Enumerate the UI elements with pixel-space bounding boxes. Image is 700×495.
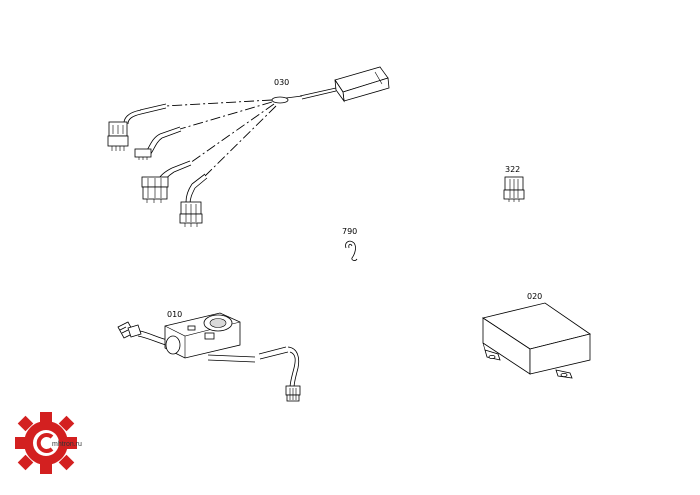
part-number-label: 322 xyxy=(505,165,520,174)
connector-icon xyxy=(134,148,152,160)
plug-icon xyxy=(117,321,142,339)
part-010-switch[interactable]: 010 xyxy=(117,310,301,402)
part-322-connector[interactable]: 322 xyxy=(503,165,525,202)
part-number-label: 010 xyxy=(167,310,182,319)
part-030-harness[interactable]: 030 xyxy=(107,66,390,227)
watermark-text: mhtron.ru xyxy=(52,441,82,448)
part-020-control-box[interactable]: 020 xyxy=(482,292,591,379)
part-number-label: 030 xyxy=(274,78,289,87)
connector-icon xyxy=(141,176,169,203)
connector-icon xyxy=(107,121,129,151)
part-number-label: 790 xyxy=(342,227,357,236)
part-790-clip[interactable]: 790 xyxy=(342,227,358,261)
connector-icon xyxy=(285,385,301,402)
part-number-label: 020 xyxy=(527,292,542,301)
watermark-logo: mhtron.ru xyxy=(15,412,82,474)
connector-icon xyxy=(179,201,203,227)
